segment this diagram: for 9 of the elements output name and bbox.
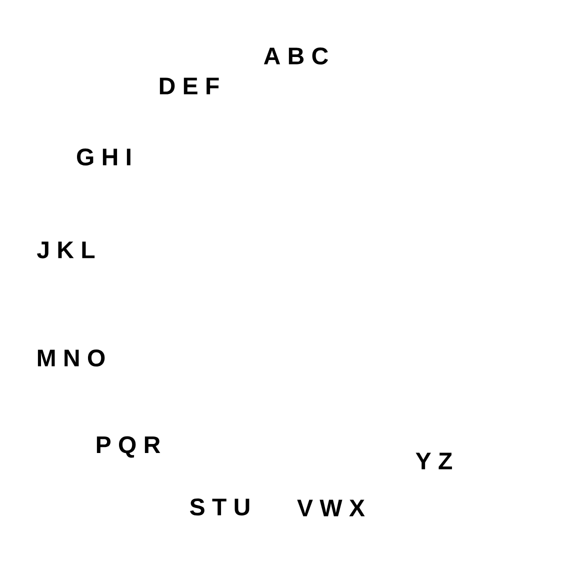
letter-label: D E F: [160, 78, 219, 94]
letter-label: Y Z: [416, 452, 452, 470]
letter-label: A B C: [264, 48, 328, 64]
letter-label: S T U: [190, 498, 250, 516]
letter-label: V W X: [297, 500, 365, 516]
letter-label: P Q R: [96, 436, 160, 458]
letter-label: J K L: [37, 242, 95, 258]
letter-label: M N O: [38, 350, 105, 366]
letter-label: G H I: [77, 148, 130, 166]
